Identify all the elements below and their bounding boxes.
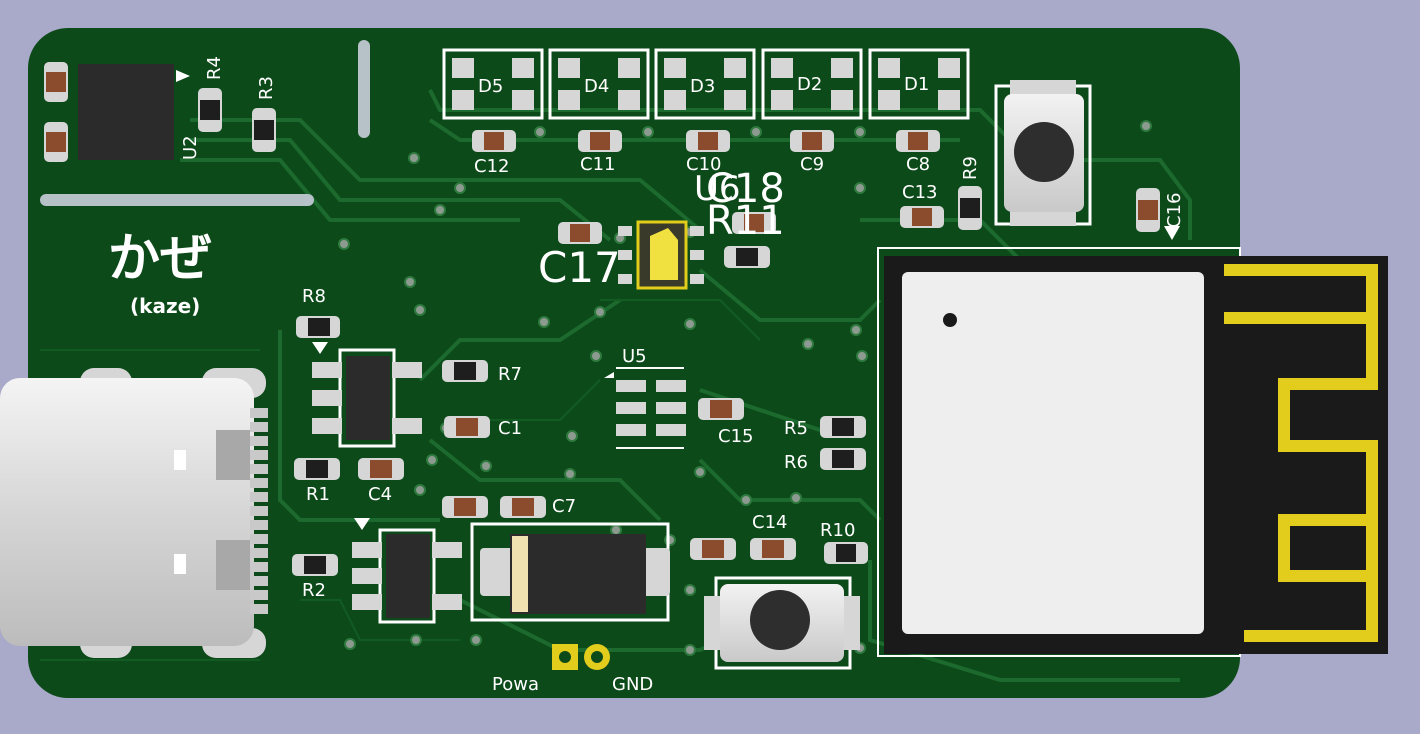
svg-text:C18: C18	[706, 166, 785, 212]
power-header[interactable]: Powa GND	[492, 644, 653, 695]
resistor-r9: R9	[958, 156, 982, 230]
cap-c16: C16	[1136, 188, 1185, 240]
resistor-r5: R5	[784, 416, 866, 439]
ground-pin-label: GND	[612, 674, 653, 695]
led-d1: D1	[868, 48, 970, 120]
board-subtitle: (kaze)	[130, 294, 200, 318]
svg-text:C13: C13	[902, 182, 937, 203]
svg-text:R1: R1	[306, 484, 330, 505]
antenna-trace	[1224, 264, 1378, 642]
svg-text:C12: C12	[474, 156, 509, 177]
board-title: かぜ	[108, 229, 212, 289]
svg-text:C17: C17	[538, 243, 621, 292]
small-caps-left	[44, 62, 68, 162]
resistor-r4: R4	[198, 56, 225, 132]
usb-c-connector[interactable]	[0, 368, 268, 658]
tactile-button-top[interactable]	[994, 80, 1092, 226]
svg-text:C11: C11	[580, 154, 615, 175]
cap-c11: C11	[578, 130, 622, 175]
svg-text:R4: R4	[204, 56, 225, 80]
svg-text:R5: R5	[784, 418, 808, 439]
tactile-button-bottom[interactable]	[704, 576, 860, 670]
svg-text:D1: D1	[904, 74, 929, 95]
cap-c13: C13	[900, 182, 944, 228]
svg-text:R8: R8	[302, 286, 326, 307]
u5-ic: U5	[604, 346, 686, 449]
cap-c7: C7	[442, 496, 576, 518]
silk-bar-vertical	[358, 40, 370, 138]
led-d2: D2	[761, 48, 863, 120]
svg-text:D5: D5	[478, 76, 503, 97]
resistor-r7: R7	[442, 360, 522, 385]
svg-text:C9: C9	[800, 154, 824, 175]
cap-c1: C1	[444, 416, 522, 439]
resistor-r6: R6	[784, 448, 866, 473]
svg-text:U2: U2	[180, 135, 201, 160]
u2-chip: U2	[78, 64, 201, 160]
cap-c4: C4	[358, 458, 404, 505]
svg-text:R3: R3	[256, 76, 277, 100]
svg-text:R11: R11	[706, 198, 785, 244]
u6-cluster: U6 C18 R11 C17	[538, 166, 785, 292]
svg-text:U5: U5	[622, 346, 647, 367]
resistor-r10: R10	[820, 520, 868, 564]
svg-text:C1: C1	[498, 418, 522, 439]
svg-text:C15: C15	[718, 426, 753, 447]
svg-text:C4: C4	[368, 484, 392, 505]
cap-c8: C8	[896, 130, 940, 175]
svg-text:D2: D2	[797, 74, 822, 95]
svg-text:R9: R9	[960, 156, 981, 180]
cap-c9: C9	[790, 130, 834, 175]
svg-text:C7: C7	[552, 496, 576, 517]
svg-text:R10: R10	[820, 520, 855, 541]
regulator-ic	[312, 348, 422, 448]
esp32-module	[877, 247, 1388, 657]
resistor-r1: R1	[294, 458, 340, 505]
silk-bar-horizontal	[40, 194, 314, 206]
schottky-diode	[470, 522, 670, 622]
power-pin-label: Powa	[492, 674, 539, 695]
led-d4: D4	[548, 48, 650, 120]
cap-c15: C15	[698, 398, 753, 447]
cap-c10: C10	[686, 130, 730, 175]
resistor-r8: R8	[296, 286, 340, 354]
ldo-ic	[352, 518, 462, 624]
svg-text:C8: C8	[906, 154, 930, 175]
svg-text:R2: R2	[302, 580, 326, 601]
led-d3: D3	[654, 48, 756, 120]
cap-c14: C14	[690, 512, 796, 560]
svg-text:R7: R7	[498, 364, 522, 385]
svg-text:C16: C16	[1164, 193, 1185, 228]
svg-text:D4: D4	[584, 76, 609, 97]
resistor-r3: R3	[252, 76, 277, 152]
svg-text:D3: D3	[690, 76, 715, 97]
svg-text:U6: U6	[694, 169, 741, 209]
cap-c12: C12	[472, 130, 516, 177]
svg-text:R6: R6	[784, 452, 808, 473]
svg-text:C14: C14	[752, 512, 787, 533]
led-d5: D5	[442, 48, 544, 120]
resistor-r2: R2	[292, 554, 338, 601]
svg-text:C10: C10	[686, 154, 721, 175]
